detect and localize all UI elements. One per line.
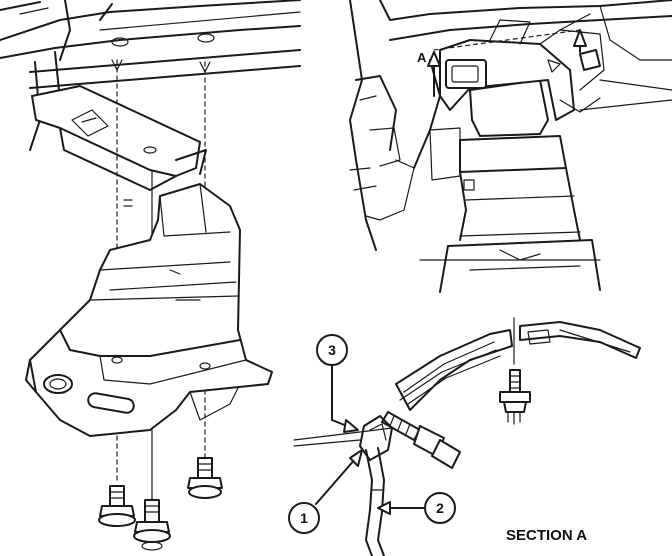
callout-leaders	[315, 365, 427, 515]
mounting-bolt-center	[133, 499, 171, 551]
callout-1: 1	[288, 502, 320, 534]
installed-bracket	[413, 13, 605, 181]
installed-view-right: A	[349, 0, 672, 293]
section-panel	[365, 447, 385, 556]
callout-1-label: 1	[300, 510, 308, 526]
section-bolt-diagonal	[381, 411, 461, 469]
cylindrical-strut	[439, 135, 601, 293]
callout-3: 3	[316, 334, 348, 366]
lower-mounting-bracket	[25, 183, 273, 437]
section-bolt-upper	[499, 369, 531, 425]
mounting-bolt-left	[98, 485, 136, 527]
upper-frame-rail	[0, 0, 301, 151]
view-marker-A: A	[417, 29, 587, 97]
callout-3-label: 3	[328, 342, 336, 358]
upper-bracket	[31, 85, 207, 191]
section-a-label: SECTION A	[506, 527, 587, 544]
section-bracket	[395, 317, 641, 411]
section-a-detail: 3 1 2 SECTION A	[288, 317, 641, 556]
section-retainer-clip	[359, 415, 393, 461]
exploded-view-left	[0, 0, 301, 551]
callout-2: 2	[424, 492, 456, 524]
callout-2-label: 2	[436, 500, 444, 516]
engine-bay-structure	[349, 0, 672, 261]
view-marker-label: A	[417, 50, 427, 65]
mounting-bolt-right	[187, 457, 223, 499]
